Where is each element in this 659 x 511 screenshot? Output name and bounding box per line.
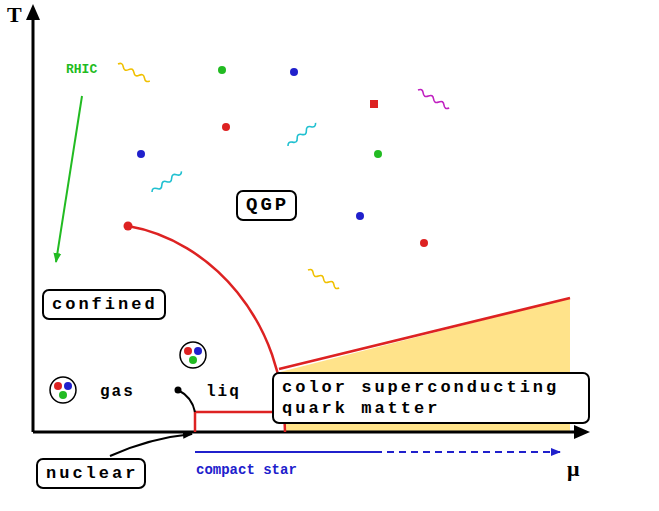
experiment-label: RHIC — [66, 62, 97, 77]
mu-axis-head — [574, 425, 590, 439]
phase-label: gas — [100, 383, 135, 401]
csc-boundary — [279, 298, 570, 369]
axis-label: T — [7, 2, 22, 28]
nuclear-arrow — [110, 434, 192, 456]
trajectory-label: compact star — [196, 462, 297, 478]
mu-axis — [33, 431, 578, 434]
critical-point — [124, 222, 133, 231]
box-text: color superconducting quark matter — [282, 378, 559, 418]
phase-box: QGP — [236, 190, 297, 221]
gluon-waves — [117, 62, 450, 289]
phase-label: liq — [206, 383, 241, 401]
rhic-arrow — [56, 96, 82, 262]
baryon — [50, 377, 76, 403]
phase-box: color superconducting quark matter — [272, 372, 590, 424]
quark-dots — [137, 66, 428, 247]
phase-box: nuclear — [36, 458, 146, 489]
deconfinement-line — [128, 226, 285, 432]
compact-star-arrow-dashed — [375, 451, 560, 453]
liquid-gas-endpoint — [175, 387, 182, 394]
liquid-gas-line — [178, 390, 195, 412]
box-text: QGP — [246, 194, 289, 216]
compact-star-arrow — [195, 451, 375, 453]
box-text: confined — [52, 295, 158, 314]
axis-label: μ — [567, 456, 579, 482]
box-text: nuclear — [46, 464, 138, 483]
t-axis — [32, 16, 35, 432]
baryon — [180, 342, 206, 368]
t-axis-head — [26, 4, 40, 20]
phase-box: confined — [42, 289, 166, 320]
